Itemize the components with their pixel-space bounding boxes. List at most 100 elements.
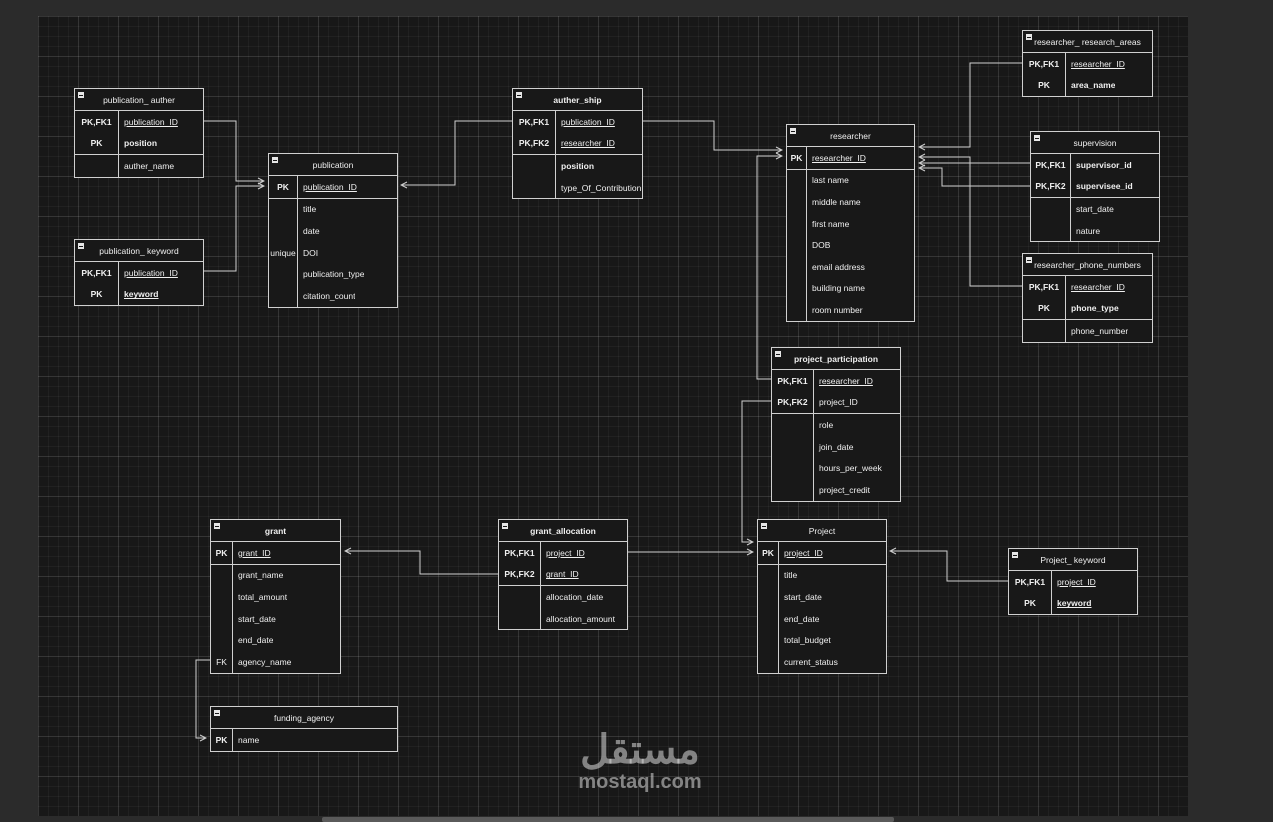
collapse-icon[interactable] — [1026, 257, 1032, 263]
table-row[interactable]: auther_name — [75, 155, 203, 177]
table-row[interactable]: position — [513, 155, 642, 177]
table-row[interactable]: phone_number — [1023, 320, 1152, 342]
table-row[interactable]: project_credit — [772, 478, 900, 501]
table-row[interactable]: end_date — [758, 607, 886, 630]
collapse-icon[interactable] — [214, 710, 220, 716]
table-row[interactable]: allocation_amount — [499, 607, 627, 630]
table-row[interactable]: first name — [787, 212, 914, 235]
table-header[interactable]: grant_allocation — [499, 520, 627, 542]
table-header[interactable]: researcher_ research_areas — [1023, 31, 1152, 53]
table-row[interactable]: nature — [1031, 219, 1159, 242]
table-row[interactable]: total_budget — [758, 629, 886, 651]
horizontal-scrollbar[interactable] — [322, 817, 894, 822]
collapse-icon[interactable] — [78, 243, 84, 249]
table-row[interactable]: title — [758, 564, 886, 587]
table-row[interactable]: start_date — [211, 607, 340, 630]
table-row[interactable]: building name — [787, 277, 914, 300]
table-row[interactable]: room number — [787, 299, 914, 321]
collapse-icon[interactable] — [1026, 34, 1032, 40]
collapse-icon[interactable] — [790, 128, 796, 134]
table-row[interactable]: allocation_date — [499, 586, 627, 608]
table-row[interactable]: current_status — [758, 650, 886, 673]
table-row[interactable]: title — [269, 198, 397, 221]
table-row[interactable]: join_date — [772, 435, 900, 458]
table-row[interactable]: citation_count — [269, 284, 397, 307]
table-row[interactable]: grant_name — [211, 564, 340, 587]
table-header[interactable]: publication — [269, 154, 397, 176]
table-row[interactable]: start_date — [758, 586, 886, 608]
table-header[interactable]: auther_ship — [513, 89, 642, 111]
table-row[interactable]: DOB — [787, 234, 914, 256]
collapse-icon[interactable] — [1012, 552, 1018, 558]
table-header[interactable]: publication_ keyword — [75, 240, 203, 262]
table-header[interactable]: researcher_phone_numbers — [1023, 254, 1152, 276]
table-row[interactable]: type_Of_Contribution — [513, 176, 642, 199]
table-row[interactable]: start_date — [1031, 198, 1159, 220]
table-header[interactable]: researcher — [787, 125, 914, 147]
collapse-icon[interactable] — [502, 523, 508, 529]
table-header[interactable]: Project_ keyword — [1009, 549, 1137, 571]
table-header[interactable]: funding_agency — [211, 707, 397, 729]
table-row[interactable]: total_amount — [211, 586, 340, 608]
collapse-icon[interactable] — [214, 523, 220, 529]
collapse-icon[interactable] — [1034, 135, 1040, 141]
collapse-icon[interactable] — [516, 92, 522, 98]
table-row[interactable]: last name — [787, 169, 914, 192]
table-header[interactable]: Project — [758, 520, 886, 542]
table-row[interactable]: middle name — [787, 191, 914, 213]
table-row[interactable]: publication_type — [269, 263, 397, 285]
collapse-icon[interactable] — [775, 351, 781, 357]
table-row[interactable]: end_date — [211, 629, 340, 651]
table-header[interactable]: publication_ auther — [75, 89, 203, 111]
collapse-icon[interactable] — [761, 523, 767, 529]
table-header[interactable]: grant — [211, 520, 340, 542]
table-row[interactable]: hours_per_week — [772, 457, 900, 479]
table-header[interactable]: supervision — [1031, 132, 1159, 154]
table-row[interactable]: date — [269, 220, 397, 242]
collapse-icon[interactable] — [78, 92, 84, 98]
collapse-icon[interactable] — [272, 157, 278, 163]
table-row[interactable]: email address — [787, 255, 914, 278]
table-row[interactable]: role — [772, 414, 900, 436]
table-header[interactable]: project_participation — [772, 348, 900, 370]
